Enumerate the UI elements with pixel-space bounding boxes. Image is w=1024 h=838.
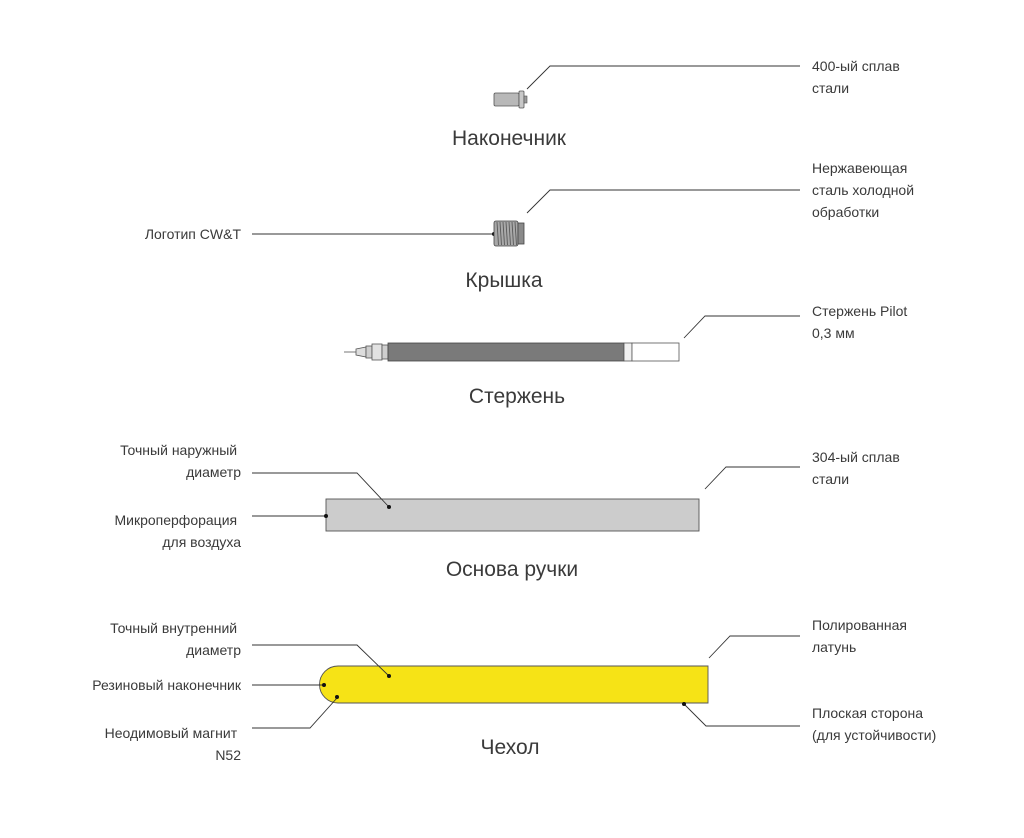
base-body (325, 498, 700, 532)
base-part: Точный наружный диаметр Микроперфорация … (114, 442, 904, 581)
sleeve-title: Чехол (481, 736, 540, 759)
cap-material-leader-line (526, 189, 800, 214)
sleeve-diameter-line-1: Точный внутренний (110, 620, 237, 636)
sleeve-material-line-2: латунь (812, 639, 856, 655)
sleeve-flat-side-line-1: Плоская сторона (812, 705, 923, 721)
refill-title: Стержень (469, 385, 565, 408)
base-microperf-line-2: для воздуха (162, 534, 241, 550)
base-diameter-dot (387, 505, 391, 509)
tip-material-line-1: 400-ый сплав (812, 58, 900, 74)
cap-thread-groove (502, 221, 505, 246)
refill-end-tube (631, 342, 680, 362)
sleeve-magnet-line-1: Неодимовый магнит (105, 725, 238, 741)
base-material-leader-line (704, 466, 800, 490)
tip-leader-line (526, 65, 800, 90)
tip-nub (523, 95, 528, 104)
sleeve-diameter-label: Точный внутренний диаметр (110, 620, 241, 658)
tip-title: Наконечник (452, 127, 567, 150)
sleeve-material-leader-line (708, 635, 800, 659)
refill-tip-ring-3 (381, 344, 389, 360)
cap-material-label: Нержавеющая сталь холодной обработки (812, 160, 918, 220)
refill-part: Стержень Pilot 0,3 мм Стержень (344, 303, 911, 408)
refill-tip-ring-1 (365, 345, 373, 359)
refill-ink-body (387, 342, 625, 362)
sleeve-part: Точный внутренний диаметр Резиновый нако… (92, 617, 936, 763)
base-diameter-leader-line (252, 472, 390, 508)
cap-material-line-2: сталь холодной (812, 182, 914, 198)
cap-material-line-1: Нержавеющая (812, 160, 907, 176)
base-material-line-1: 304-ый сплав (812, 449, 900, 465)
sleeve-magnet-dot (335, 695, 339, 699)
refill-tip-cone (355, 346, 367, 358)
sleeve-rubber-label: Резиновый наконечник (92, 677, 242, 693)
base-material-label: 304-ый сплав стали (812, 449, 904, 487)
cap-thread-groove (505, 221, 508, 246)
cap-title: Крышка (465, 269, 543, 292)
base-microperf-label: Микроперфорация для воздуха (114, 512, 241, 550)
cap-end (517, 222, 525, 245)
tip-collar (518, 90, 525, 109)
refill-material-line-1: Стержень Pilot (812, 303, 907, 319)
sleeve-body (319, 665, 709, 704)
cap-thread-groove (508, 221, 511, 246)
cap-part: Нержавеющая сталь холодной обработки Лог… (145, 160, 918, 292)
cap-thread-groove (499, 221, 502, 246)
refill-tip-ring-2 (371, 343, 383, 361)
refill-leader-line (683, 315, 800, 339)
sleeve-flat-side-line-2: (для устойчивости) (812, 727, 936, 743)
base-diameter-label: Точный наружный диаметр (120, 442, 241, 480)
sleeve-diameter-dot (387, 674, 391, 678)
refill-material-line-2: 0,3 мм (812, 325, 855, 341)
sleeve-rubber-dot (322, 683, 326, 687)
tip-body (493, 92, 520, 107)
sleeve-material-line-1: Полированная (812, 617, 907, 633)
cap-thread-groove (511, 221, 514, 246)
cap-logo-label: Логотип CW&T (145, 226, 242, 242)
sleeve-flat-side-dot (682, 702, 686, 706)
sleeve-magnet-label: Неодимовый магнит N52 (105, 725, 242, 763)
base-microperf-line-1: Микроперфорация (114, 512, 237, 528)
cap-thread-groove (514, 221, 517, 246)
refill-end-cap (623, 342, 633, 362)
sleeve-magnet-leader-line (252, 697, 338, 729)
sleeve-magnet-line-2: N52 (215, 747, 241, 763)
tip-material-line-2: стали (812, 80, 849, 96)
sleeve-diameter-line-2: диаметр (186, 642, 241, 658)
base-material-line-2: стали (812, 471, 849, 487)
sleeve-material-label: Полированная латунь (812, 617, 911, 655)
cap-threads (496, 221, 517, 246)
tip-part: 400-ый сплав стали Наконечник (452, 58, 904, 150)
sleeve-flat-side-label: Плоская сторона (для устойчивости) (812, 705, 936, 743)
sleeve-flat-side-leader-line (683, 703, 800, 727)
tip-material-label: 400-ый сплав стали (812, 58, 904, 96)
base-diameter-line-1: Точный наружный (120, 442, 237, 458)
cap-material-line-3: обработки (812, 204, 879, 220)
cap-thread-groove (496, 221, 499, 246)
base-microperf-dot (324, 514, 328, 518)
base-diameter-line-2: диаметр (186, 464, 241, 480)
refill-material-label: Стержень Pilot 0,3 мм (812, 303, 911, 341)
base-title: Основа ручки (446, 558, 578, 581)
sleeve-diameter-leader-line (252, 644, 390, 677)
